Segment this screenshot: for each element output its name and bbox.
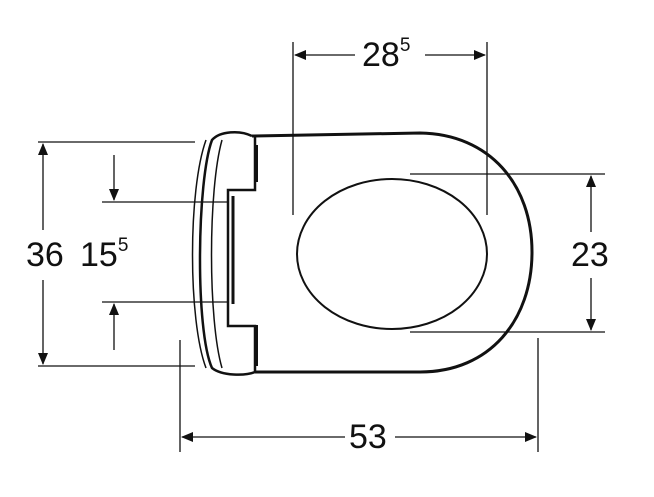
rear-plate-curve-inner [210,139,223,369]
dimension-label-36: 36 [26,238,64,272]
dimension-label-23: 23 [571,238,609,272]
rear-plate-curve [191,139,207,369]
dimension-label-53: 53 [349,420,387,454]
dimension-value: 23 [571,236,609,274]
dimension-value: 15 [80,236,118,274]
dimension-value: 28 [362,36,400,74]
seat-opening [296,178,488,330]
dimension-value: 53 [349,418,387,456]
dimension-lines [38,42,605,452]
rear-plate [198,131,257,376]
dimension-label-15-5: 155 [80,235,129,274]
dimension-superscript: 5 [117,235,129,256]
dimension-value: 36 [26,236,64,274]
toilet-body-outline [251,131,534,374]
dimension-label-28-5: 285 [362,35,411,74]
dimension-superscript: 5 [399,35,411,56]
